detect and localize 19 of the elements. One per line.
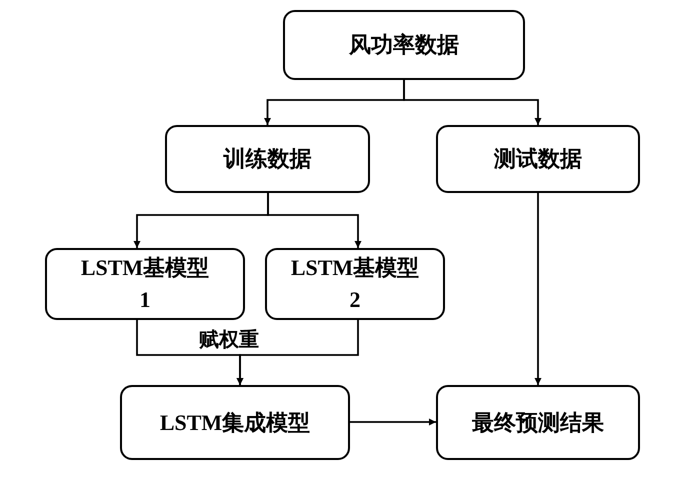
process-box [283, 10, 525, 80]
arrow [350, 418, 436, 426]
process-box [265, 248, 445, 320]
process-box [436, 125, 640, 193]
process-box [45, 248, 245, 320]
box-label: 训练数据 [224, 145, 312, 174]
box-label: LSTM集成模型 [160, 408, 310, 437]
process-box [165, 125, 370, 193]
box-label: 测试数据 [494, 145, 582, 174]
box-label: LSTM基模型 1 [80, 254, 210, 314]
box-label: 最终预测结果 [472, 408, 604, 437]
box-label: LSTM基模型 2 [290, 254, 420, 314]
arrow [534, 193, 542, 385]
arrow [267, 193, 362, 248]
arrow [236, 320, 359, 385]
box-label: 风功率数据 [349, 31, 459, 60]
arrow [403, 80, 542, 125]
process-box [120, 385, 350, 460]
process-box [436, 385, 640, 460]
